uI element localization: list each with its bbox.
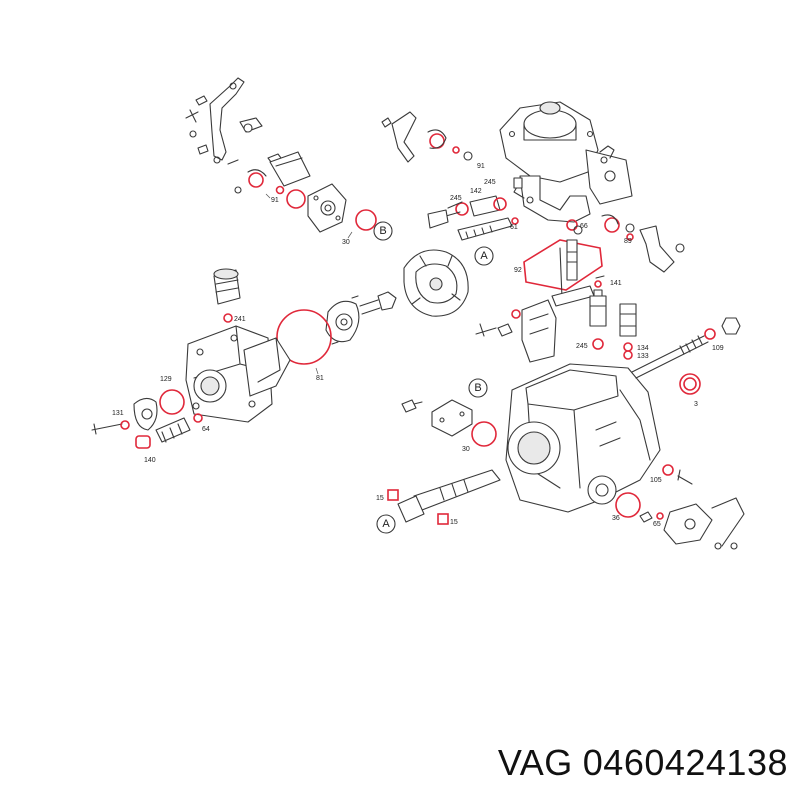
part-label-30b: 30 xyxy=(462,446,470,453)
part-label-3: 3 xyxy=(694,401,698,408)
part-label-91b: 91 xyxy=(477,163,485,170)
part-label-141: 141 xyxy=(610,280,622,287)
reference-letter-a2: A xyxy=(382,518,390,530)
part-label-65: 65 xyxy=(653,521,661,528)
part-label-61: 61 xyxy=(510,224,518,231)
governor-cover-assembly: 91 245 142 245 61 66 xyxy=(381,101,685,273)
reference-circle-a xyxy=(474,246,494,266)
plunger-gasket-group: 92 141 245 134 133 xyxy=(475,225,649,363)
part-label-134: 134 xyxy=(637,345,649,352)
part-label-245: 245 xyxy=(450,195,462,202)
drive-plate-group: A 81 xyxy=(276,246,494,382)
part-label-15: 15 xyxy=(376,495,384,502)
reference-letter-a: A xyxy=(480,250,488,262)
part-label-91: 91 xyxy=(271,197,279,204)
lever-assembly: 91 30 B xyxy=(185,77,393,246)
part-label-129: 129 xyxy=(160,376,172,383)
part-label-133: 133 xyxy=(637,353,649,360)
part-label-66: 66 xyxy=(580,223,588,230)
part-label-131: 131 xyxy=(112,410,124,417)
part-label-15b: 15 xyxy=(450,519,458,526)
part-label-140: 140 xyxy=(144,457,156,464)
part-label-89: 89 xyxy=(624,238,632,245)
brand-name: VAG xyxy=(497,742,573,783)
part-label-64: 64 xyxy=(202,426,210,433)
part-label-81: 81 xyxy=(316,375,324,382)
part-label-245b: 245 xyxy=(484,179,496,186)
pump-housing-group: B 30 36 109 3 105 65 xyxy=(401,317,745,550)
part-label-36: 36 xyxy=(612,515,620,522)
reference-circle-b xyxy=(373,221,393,241)
drive-shaft-group: 15 15 A xyxy=(376,469,501,534)
part-label-241: 241 xyxy=(234,316,246,323)
pump-head-group: 241 129 131 64 140 xyxy=(91,268,291,464)
reference-circle-b2 xyxy=(468,378,488,398)
part-label-109: 109 xyxy=(712,345,724,352)
part-label-92: 92 xyxy=(514,267,522,274)
part-label-142: 142 xyxy=(470,188,482,195)
reference-letter-b: B xyxy=(379,225,386,237)
part-label-245c: 245 xyxy=(576,343,588,350)
part-label-105: 105 xyxy=(650,477,662,484)
part-number: 0460424138 xyxy=(582,742,788,783)
part-label-30: 30 xyxy=(342,239,350,246)
reference-circle-a2 xyxy=(376,514,396,534)
reference-letter-b2: B xyxy=(474,382,481,394)
